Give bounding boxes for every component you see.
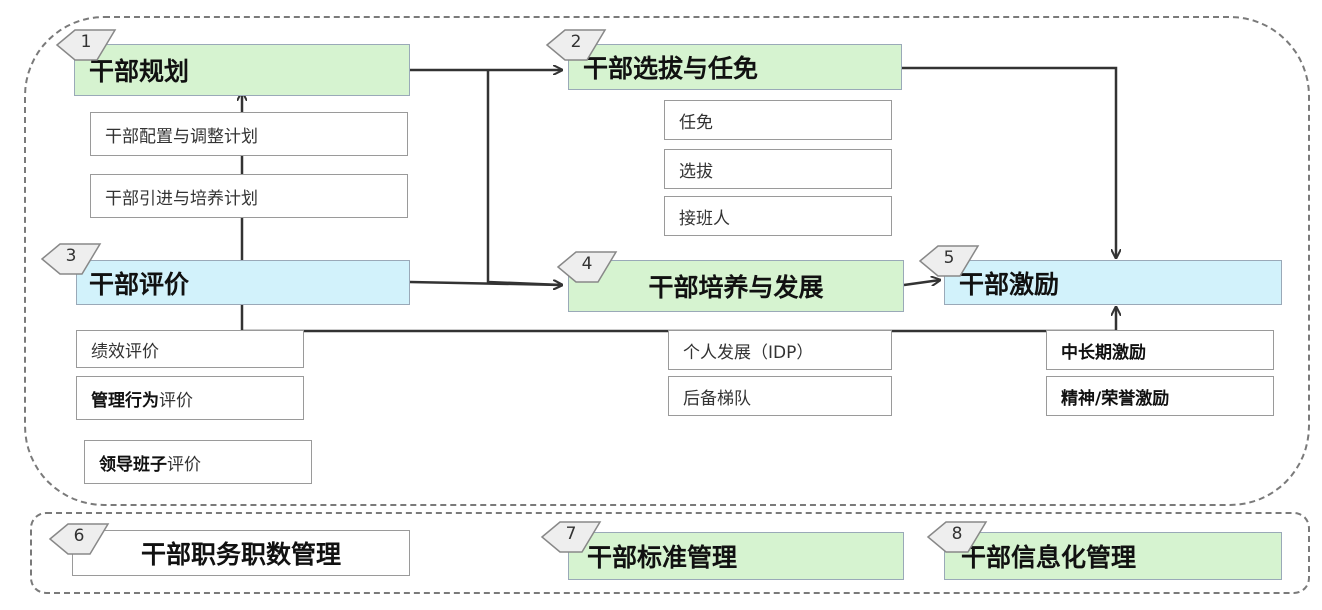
selection-item-appointment: 任免 — [664, 100, 892, 140]
arrow-development-to-incentive — [903, 280, 940, 287]
box-position-management: 干部职务职数管理 — [72, 530, 410, 576]
evaluation-item-bold: 管理行为 — [91, 390, 159, 411]
badge-5: 5 — [918, 244, 980, 278]
evaluation-item-text: 绩效评价 — [91, 341, 159, 362]
evaluation-item-behavior: 管理行为评价 — [76, 376, 304, 420]
box-evaluation-title: 干部评价 — [89, 269, 190, 299]
box-development-title: 干部培养与发展 — [648, 273, 824, 302]
planning-item-recruitment: 干部引进与培养计划 — [90, 174, 408, 218]
development-item-idp: 个人发展（IDP） — [668, 330, 892, 370]
core-process-frame — [24, 16, 1310, 506]
evaluation-item-text: 评价 — [167, 454, 201, 475]
badge-7: 7 — [540, 520, 602, 554]
badge-number: 8 — [951, 524, 963, 544]
box-planning-title: 干部规划 — [89, 57, 190, 86]
box-selection: 干部选拔与任免 — [568, 44, 902, 90]
foundation-frame — [30, 512, 1310, 594]
box-planning: 干部规划 — [74, 44, 410, 96]
badge-4: 4 — [556, 250, 618, 284]
box-information-management-title: 干部信息化管理 — [961, 543, 1137, 572]
badge-3: 3 — [40, 242, 102, 276]
badge-number: 1 — [80, 32, 92, 52]
arrow-branch-to-development — [486, 70, 562, 285]
selection-item-selection: 选拔 — [664, 149, 892, 189]
box-incentive-title: 干部激励 — [959, 269, 1060, 299]
badge-number: 6 — [73, 526, 85, 546]
box-standard-management: 干部标准管理 — [568, 532, 904, 580]
development-item-reserve: 后备梯队 — [668, 376, 892, 416]
badge-2: 2 — [545, 28, 607, 62]
badge-8: 8 — [926, 520, 988, 554]
arrow-selection-to-incentive — [902, 66, 1116, 258]
badge-6: 6 — [48, 522, 110, 556]
arrow-evaluation-to-development — [409, 282, 562, 285]
box-evaluation: 干部评价 — [76, 260, 410, 305]
badge-number: 5 — [943, 248, 955, 268]
box-standard-management-title: 干部标准管理 — [587, 543, 738, 572]
evaluation-item-performance: 绩效评价 — [76, 330, 304, 368]
planning-item-allocation: 干部配置与调整计划 — [90, 112, 408, 156]
badge-number: 7 — [565, 524, 577, 544]
evaluation-item-bold: 领导班子 — [99, 454, 167, 475]
box-incentive: 干部激励 — [944, 260, 1282, 305]
box-position-management-title: 干部职务职数管理 — [140, 540, 341, 569]
box-development: 干部培养与发展 — [568, 260, 904, 312]
box-selection-title: 干部选拔与任免 — [583, 54, 759, 83]
badge-number: 3 — [65, 246, 77, 266]
badge-1: 1 — [55, 28, 117, 62]
selection-item-successor: 接班人 — [664, 196, 892, 236]
evaluation-item-text: 评价 — [159, 390, 193, 411]
incentive-item-longterm: 中长期激励 — [1046, 330, 1274, 370]
evaluation-item-leadership: 领导班子评价 — [84, 440, 312, 484]
badge-number: 2 — [570, 32, 582, 52]
box-information-management: 干部信息化管理 — [944, 532, 1282, 580]
badge-number: 4 — [581, 254, 593, 274]
incentive-item-honor: 精神/荣誉激励 — [1046, 376, 1274, 416]
